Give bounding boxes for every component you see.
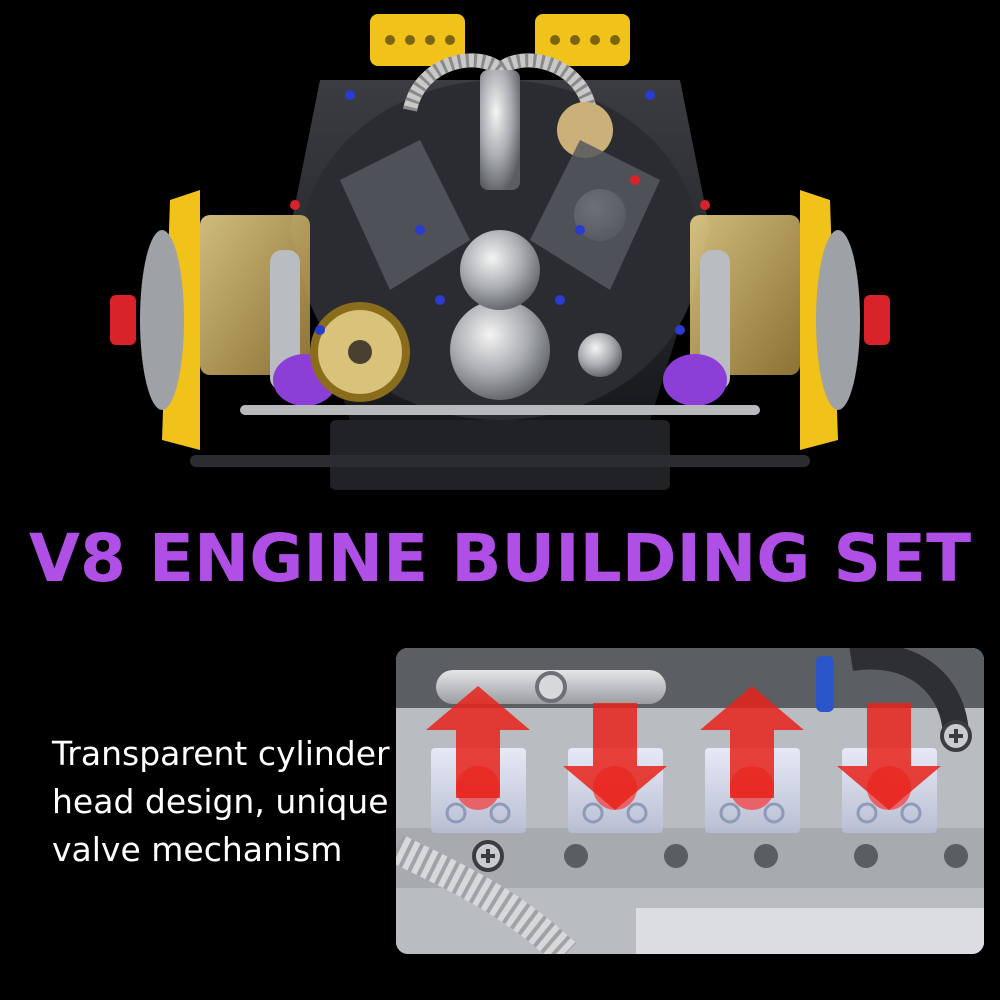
cylinder-head-detail-image bbox=[396, 648, 984, 954]
feature-caption: Transparent cylinder head design, unique… bbox=[52, 730, 392, 874]
arrow-up-icon bbox=[700, 686, 804, 798]
caption-line-2: head design, unique bbox=[52, 782, 389, 821]
arrow-up-icon bbox=[426, 686, 530, 798]
caption-line-3: valve mechanism bbox=[52, 830, 343, 869]
piston-motion-arrows bbox=[426, 686, 941, 810]
engine-hero-image bbox=[90, 0, 910, 510]
arrow-down-icon bbox=[837, 703, 941, 810]
arrow-down-icon bbox=[563, 703, 667, 810]
caption-line-1: Transparent cylinder bbox=[52, 734, 390, 773]
headline-title: V8 ENGINE BUILDING SET bbox=[28, 520, 972, 597]
